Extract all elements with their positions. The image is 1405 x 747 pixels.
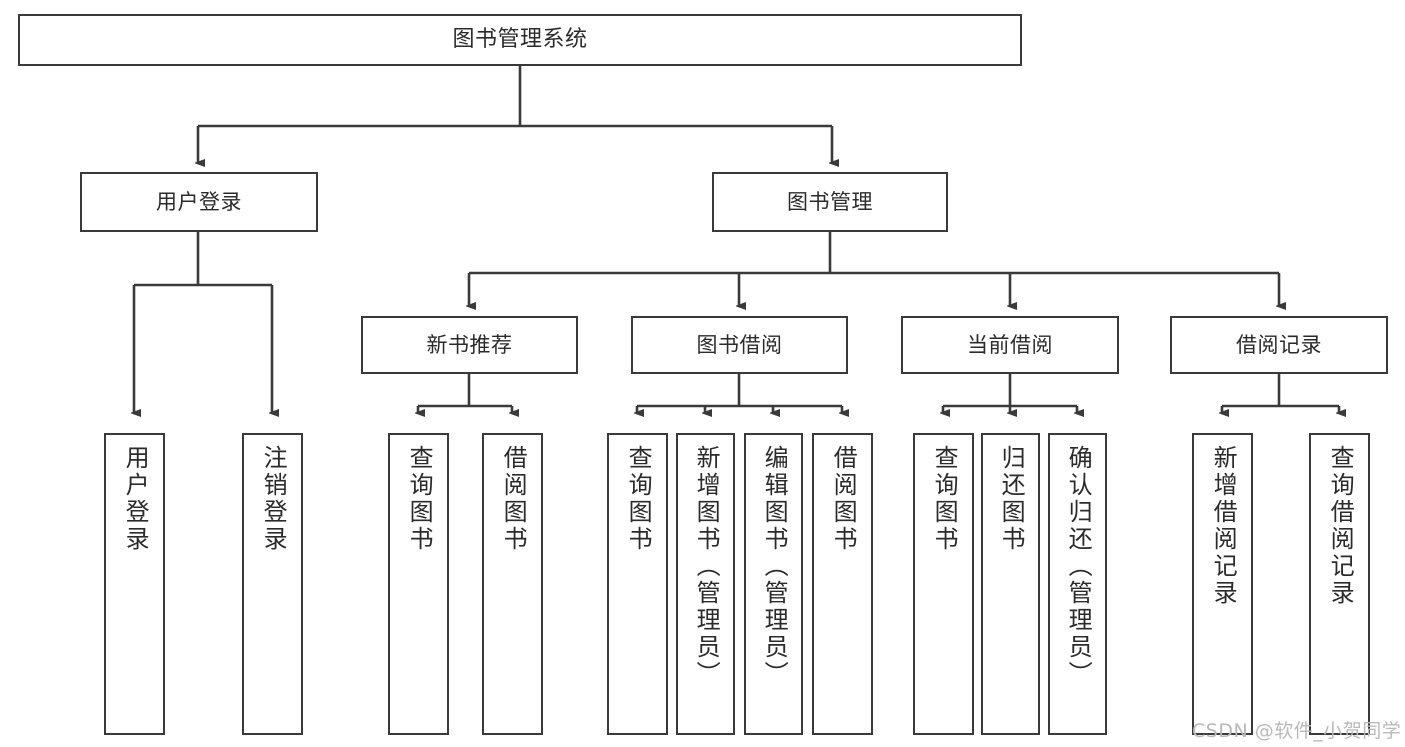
node-borrow-record[interactable]: 借阅记录 (1170, 316, 1388, 374)
node-label: 借阅记录 (1236, 332, 1322, 357)
node-book-management[interactable]: 图书管理 (712, 172, 948, 232)
node-leaf-confirm-return[interactable]: 确认归还（管理员） (1048, 433, 1107, 735)
node-leaf-logout-login[interactable]: 注销登录 (242, 433, 303, 735)
node-root-system[interactable]: 图书管理系统 (18, 14, 1022, 66)
node-label: 图书管理系统 (452, 27, 588, 53)
node-leaf-return-book[interactable]: 归还图书 (981, 433, 1040, 735)
watermark-text: CSDN @软件_小贺同学 (1192, 720, 1402, 742)
node-leaf-add-book[interactable]: 新增图书（管理员） (676, 433, 735, 735)
node-label: 查询图书 (405, 445, 434, 553)
node-current-borrow[interactable]: 当前借阅 (901, 316, 1119, 374)
node-label: 归还图书 (997, 445, 1026, 553)
node-leaf-add-record[interactable]: 新增借阅记录 (1192, 433, 1253, 735)
node-label: 当前借阅 (967, 332, 1053, 357)
node-label: 借阅图书 (499, 445, 528, 553)
node-new-book-recommend[interactable]: 新书推荐 (361, 316, 578, 374)
node-leaf-user-login[interactable]: 用户登录 (104, 433, 165, 735)
node-leaf-borrow-book-2[interactable]: 借阅图书 (812, 433, 873, 735)
node-leaf-query-record[interactable]: 查询借阅记录 (1309, 433, 1370, 735)
node-label: 新书推荐 (426, 332, 513, 357)
node-leaf-query-book-3[interactable]: 查询图书 (913, 433, 974, 735)
node-label: 新增借阅记录 (1209, 445, 1238, 607)
node-label: 查询借阅记录 (1326, 445, 1355, 607)
node-user-login[interactable]: 用户登录 (80, 172, 318, 232)
node-label: 编辑图书（管理员） (760, 445, 789, 688)
node-label: 图书借阅 (696, 332, 783, 357)
node-label: 用户登录 (121, 445, 150, 553)
node-label: 确认归还（管理员） (1064, 445, 1093, 688)
node-label: 查询图书 (930, 445, 959, 553)
node-leaf-edit-book[interactable]: 编辑图书（管理员） (744, 433, 803, 735)
node-leaf-borrow-book-1[interactable]: 借阅图书 (482, 433, 543, 735)
node-label: 用户登录 (156, 189, 242, 214)
node-book-borrow[interactable]: 图书借阅 (631, 316, 848, 374)
node-leaf-query-book-1[interactable]: 查询图书 (388, 433, 449, 735)
node-label: 新增图书（管理员） (692, 445, 721, 688)
node-label: 借阅图书 (829, 445, 858, 553)
node-label: 图书管理 (787, 189, 873, 214)
node-label: 查询图书 (624, 445, 653, 553)
node-leaf-query-book-2[interactable]: 查询图书 (607, 433, 668, 735)
node-label: 注销登录 (259, 445, 288, 553)
